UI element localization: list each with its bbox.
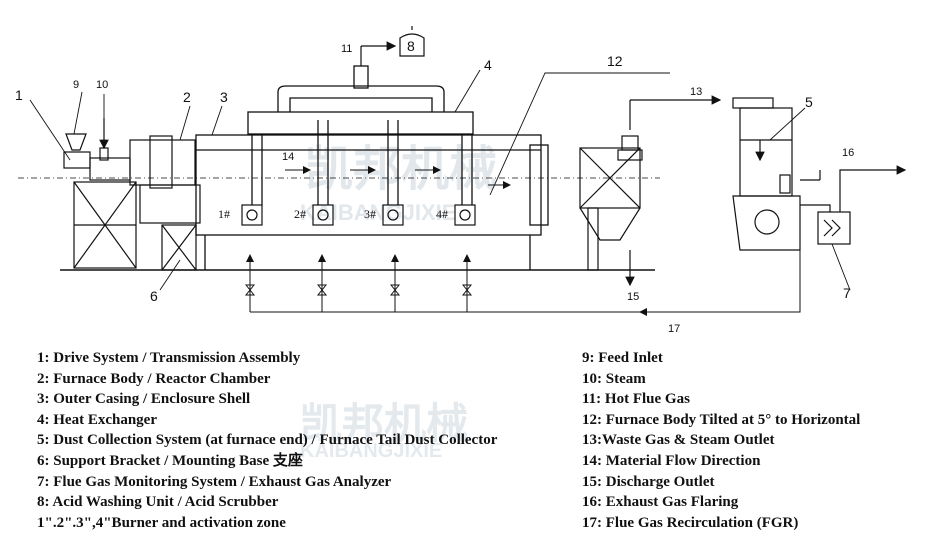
watermark-en: KAIBANGJIXIE bbox=[300, 200, 456, 225]
callout-7: 7 bbox=[843, 285, 851, 301]
legend-item: 1".2".3",4"Burner and activation zone bbox=[37, 514, 286, 531]
legend: 凯邦机械 KAIBANGJIXIE 1: Drive System / Tran… bbox=[0, 340, 941, 554]
left-support-frame bbox=[73, 181, 137, 269]
burners bbox=[241, 204, 476, 226]
callout-17: 17 bbox=[668, 323, 680, 335]
legend-item: 14: Material Flow Direction bbox=[582, 452, 761, 469]
watermark: 凯邦机械 KAIBANGJIXIE bbox=[300, 143, 497, 225]
legend-item: 2: Furnace Body / Reactor Chamber bbox=[37, 370, 271, 387]
discharge-unit bbox=[579, 95, 722, 287]
callout-6: 6 bbox=[150, 288, 158, 304]
legend-item: 17: Flue Gas Recirculation (FGR) bbox=[582, 514, 799, 531]
burner-label-2: 2# bbox=[294, 207, 306, 221]
callout-3: 3 bbox=[220, 89, 228, 105]
legend-item: 9: Feed Inlet bbox=[582, 350, 663, 366]
flue-gas-analyzer bbox=[800, 165, 907, 245]
callout-9: 9 bbox=[73, 79, 79, 91]
watermark-cn: 凯邦机械 bbox=[305, 143, 497, 196]
acid-scrubber bbox=[360, 26, 425, 66]
callout-16: 16 bbox=[842, 147, 854, 159]
burner-label-3: 3# bbox=[364, 207, 376, 221]
callout-12: 12 bbox=[607, 53, 623, 69]
dust-collector bbox=[732, 97, 801, 251]
callout-5: 5 bbox=[805, 94, 813, 110]
callout-10: 10 bbox=[96, 79, 108, 91]
legend-item: 6: Support Bracket / Mounting Base 支座 bbox=[37, 452, 303, 469]
callout-15: 15 bbox=[627, 291, 639, 303]
legend-item: 10: Steam bbox=[582, 370, 646, 387]
legend-item: 1: Drive System / Transmission Assembly bbox=[37, 350, 301, 366]
material-flow-arrows bbox=[285, 166, 511, 189]
callout-1: 1 bbox=[15, 87, 23, 103]
legend-item: 11: Hot Flue Gas bbox=[582, 391, 690, 408]
legend-item: 15: Discharge Outlet bbox=[582, 473, 715, 490]
legend-item: 16: Exhaust Gas Flaring bbox=[582, 494, 739, 511]
feed-hopper bbox=[63, 118, 131, 181]
furnace-body bbox=[129, 135, 201, 271]
legend-item: 3: Outer Casing / Enclosure Shell bbox=[37, 391, 251, 408]
legend-item: 13:Waste Gas & Steam Outlet bbox=[582, 432, 775, 449]
legend-item: 5: Dust Collection System (at furnace en… bbox=[37, 432, 498, 449]
callout-2: 2 bbox=[183, 89, 191, 105]
legend-left-column: 1: Drive System / Transmission Assembly … bbox=[37, 348, 497, 533]
callout-8: 8 bbox=[407, 38, 415, 54]
legend-item: 4: Heat Exchanger bbox=[37, 411, 157, 428]
burner-label-4: 4# bbox=[436, 207, 448, 221]
callout-4: 4 bbox=[484, 57, 492, 73]
callout-13: 13 bbox=[690, 86, 702, 98]
legend-item: 8: Acid Washing Unit / Acid Scrubber bbox=[37, 494, 279, 511]
callout-14: 14 bbox=[282, 151, 294, 163]
burner-label-1: 1# bbox=[218, 207, 230, 221]
outer-casing bbox=[195, 134, 549, 270]
callout-11: 11 bbox=[341, 43, 352, 55]
heat-exchanger bbox=[247, 65, 474, 205]
process-diagram: 凯邦机械 KAIBANGJIXIE bbox=[15, 26, 907, 335]
legend-item: 7: Flue Gas Monitoring System / Exhaust … bbox=[37, 473, 392, 490]
burner-supply-lines bbox=[244, 254, 473, 312]
legend-right-column: 9: Feed Inlet 10: Steam 11: Hot Flue Gas… bbox=[582, 348, 860, 533]
callout-leaders bbox=[29, 69, 851, 291]
legend-item: 12: Furnace Body Tilted at 5° to Horizon… bbox=[582, 411, 861, 428]
